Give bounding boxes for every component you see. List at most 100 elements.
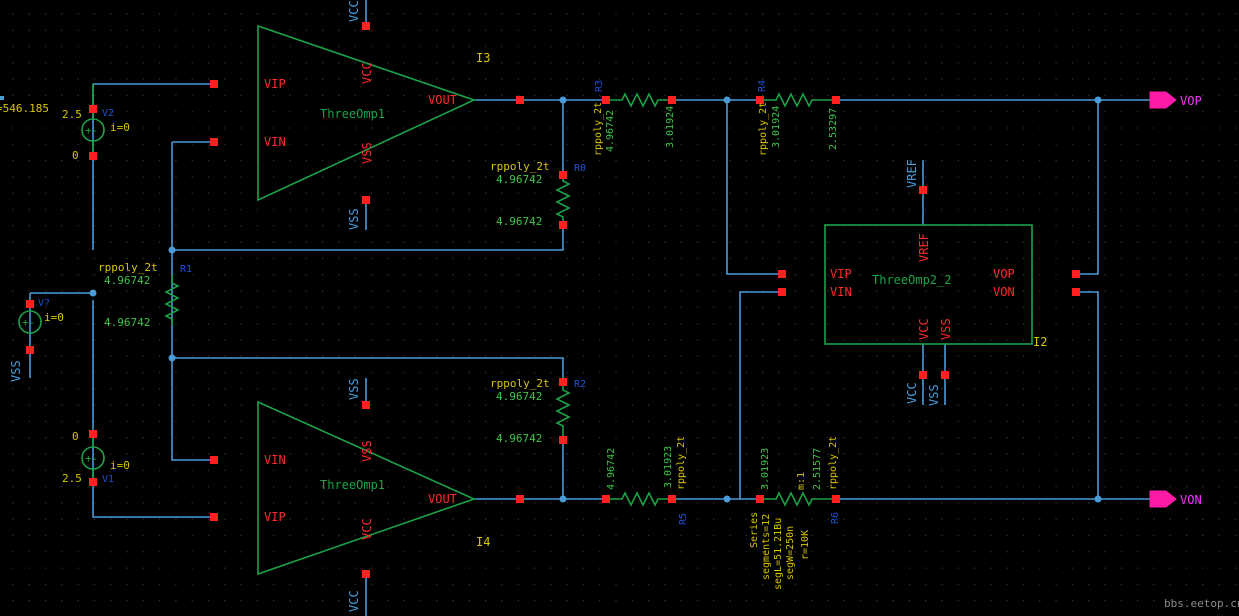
vx-cur: i=0 <box>44 311 64 324</box>
resistor-r0[interactable]: rppoly_2t R0 4.96742 4.96742 <box>490 160 586 229</box>
r1-name: R1 <box>180 264 192 275</box>
r4-model: rppoly_2t <box>758 102 769 156</box>
bot-pin-vout: VOUT <box>428 492 457 506</box>
r1-model: rppoly_2t <box>98 261 158 274</box>
port-von-label: VON <box>1180 493 1202 507</box>
top-pin-vout: VOUT <box>428 93 457 107</box>
r4-p2: 2.53297 <box>828 108 839 150</box>
r3-p1: 4.96742 <box>605 110 616 152</box>
v1-volt: 2.5 <box>62 472 82 485</box>
watermark: bbs.eetop.cn <box>1164 597 1239 610</box>
svg-text:+-: +- <box>85 124 98 137</box>
vsource-v1[interactable]: +- 0 i=0 2.5 V1 <box>62 430 130 486</box>
r5-model: rppoly_2t <box>676 436 687 490</box>
resistor-r6[interactable]: 3.01923 m:1 2.51577 rppoly_2t R6 Series … <box>749 436 841 590</box>
vx-name: V? <box>38 298 50 309</box>
vx-net: VSS <box>9 360 23 382</box>
bot-cell-name: ThreeOmp1 <box>320 478 385 492</box>
resistor-r2[interactable]: rppoly_2t R2 4.96742 4.96742 <box>490 377 586 445</box>
r3-name: R3 <box>594 80 605 92</box>
top-pin-vin: VIN <box>264 135 286 149</box>
r6-p1: 3.01923 <box>760 448 771 490</box>
resistor-r4[interactable]: R4 rppoly_2t 3.01924 2.53297 <box>756 80 840 156</box>
bot-pin-vin: VIN <box>264 453 286 467</box>
resistor-r3[interactable]: R3 rppoly_2t 4.96742 3.01924 <box>593 80 676 156</box>
r3-p2: 3.01924 <box>665 106 676 148</box>
r2-p2: 4.96742 <box>496 432 542 445</box>
diff-cell-name: ThreeOmp2_2 <box>872 273 951 287</box>
resistor-r5[interactable]: 4.96742 3.01923 rppoly_2t R5 <box>602 436 689 525</box>
v1-zero: 0 <box>72 430 79 443</box>
r2-p1: 4.96742 <box>496 390 542 403</box>
bot-pin-vcc: VCC <box>360 518 374 540</box>
diff-pin-vop: VOP <box>993 267 1015 281</box>
r4-name: R4 <box>757 80 768 92</box>
diff-pin-vin: VIN <box>830 285 852 299</box>
wires[interactable] <box>29 0 1150 616</box>
r6-m: m:1 <box>796 472 807 490</box>
r0-p2: 4.96742 <box>496 215 542 228</box>
opamp-diff[interactable]: VIP VIN VOP VON VREF VCC VSS ThreeOmp2_2… <box>778 159 1080 406</box>
vsource-vx[interactable]: +- V? i=0 VSS <box>9 298 64 382</box>
v2-volt: 2.5 <box>62 108 82 121</box>
bot-net-vss: VSS <box>347 378 361 400</box>
r1-p1: 4.96742 <box>104 274 150 287</box>
opamp-bottom[interactable]: VIN VIP VOUT VSS VCC ThreeOmp1 I4 VSS VC… <box>210 378 524 612</box>
bot-pin-vss: VSS <box>360 440 374 462</box>
r6-prop-3: segW=250n <box>785 526 796 580</box>
bot-net-vcc: VCC <box>347 590 361 612</box>
r6-model: rppoly_2t <box>828 436 839 490</box>
bot-pin-vip: VIP <box>264 510 286 524</box>
r3-model: rppoly_2t <box>593 102 604 156</box>
v2-name: V2 <box>102 108 114 119</box>
edge-marker <box>0 96 4 100</box>
r4-p1: 3.01924 <box>771 106 782 148</box>
port-vop[interactable]: VOP <box>1149 91 1202 109</box>
junction-dots <box>89 96 1102 503</box>
top-cell-name: ThreeOmp1 <box>320 107 385 121</box>
r6-name: R6 <box>830 512 841 524</box>
r1-p2: 4.96742 <box>104 316 150 329</box>
r5-p1: 4.96742 <box>606 448 617 490</box>
opamp-top[interactable]: VIP VIN VOUT VCC VSS ThreeOmp1 I3 VCC VS… <box>210 0 524 230</box>
r6-prop-2: segL=51.21Bu <box>773 518 784 590</box>
top-pin-vss: VSS <box>360 142 374 164</box>
diff-pin-vref: VREF <box>917 233 931 262</box>
r6-p2: 2.51577 <box>812 448 823 490</box>
v2-zero: 0 <box>72 149 79 162</box>
diff-pin-von: VON <box>993 285 1015 299</box>
r5-p2: 3.01923 <box>663 446 674 488</box>
r0-name: R0 <box>574 163 586 174</box>
diff-net-vref: VREF <box>905 159 919 188</box>
r6-prop-0: Series <box>749 512 760 548</box>
v1-name: V1 <box>102 474 114 485</box>
top-net-vcc: VCC <box>347 0 361 22</box>
r6-prop-4: r=10K <box>800 530 811 560</box>
top-net-vss: VSS <box>347 208 361 230</box>
v2-pre: =546.185 <box>0 102 49 115</box>
resistor-r1[interactable]: rppoly_2t R1 4.96742 4.96742 <box>98 261 192 329</box>
r0-model: rppoly_2t <box>490 160 550 173</box>
v1-cur: i=0 <box>110 459 130 472</box>
vsource-v2[interactable]: +- =546.185 V2 2.5 i=0 0 <box>0 84 130 162</box>
port-von[interactable]: VON <box>1149 490 1202 508</box>
r2-name: R2 <box>574 379 586 390</box>
bot-inst-name: I4 <box>476 535 490 549</box>
top-inst-name: I3 <box>476 51 490 65</box>
diff-net-vss: VSS <box>927 384 941 406</box>
r2-model: rppoly_2t <box>490 377 550 390</box>
svg-text:+-: +- <box>85 452 98 465</box>
top-pin-vip: VIP <box>264 77 286 91</box>
diff-net-vcc: VCC <box>905 382 919 404</box>
svg-text:+-: +- <box>22 316 35 329</box>
diff-inst-name: I2 <box>1033 335 1047 349</box>
r5-name: R5 <box>678 513 689 525</box>
r0-p1: 4.96742 <box>496 173 542 186</box>
r6-prop-1: segments=12 <box>761 514 772 580</box>
top-pin-vcc: VCC <box>360 62 374 84</box>
diff-pin-vss: VSS <box>939 318 953 340</box>
port-vop-label: VOP <box>1180 94 1202 108</box>
v2-cur: i=0 <box>110 121 130 134</box>
